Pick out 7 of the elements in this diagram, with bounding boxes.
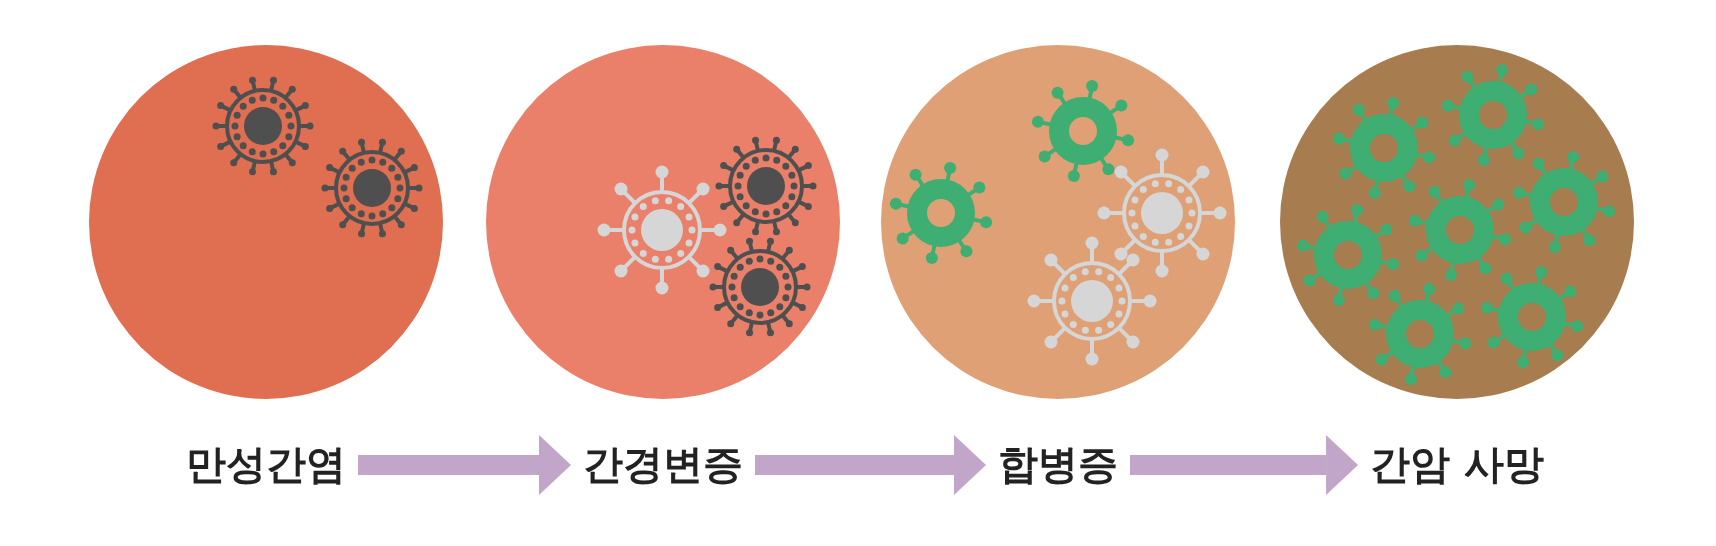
arrow bbox=[1130, 435, 1359, 495]
stage-label: 합병증 bbox=[998, 440, 1118, 489]
arrow bbox=[358, 435, 571, 495]
stage-label: 간경변증 bbox=[583, 440, 743, 489]
arrow bbox=[755, 435, 986, 495]
stage-label: 만성간염 bbox=[186, 440, 346, 489]
stage-label: 간암 사망 bbox=[1370, 440, 1544, 489]
